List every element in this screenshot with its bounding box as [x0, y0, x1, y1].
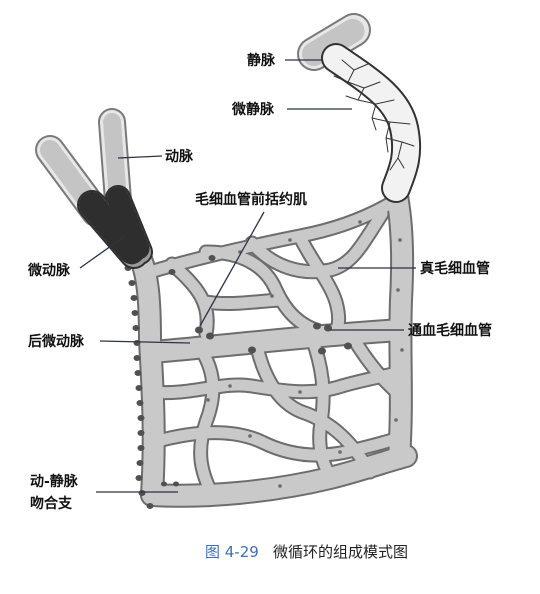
muscle-dot	[135, 385, 143, 391]
sphincter	[248, 346, 256, 354]
muscle-dot	[133, 340, 141, 346]
true-capillary	[154, 433, 401, 455]
precapillary-sphincters	[168, 255, 352, 355]
nucleus	[270, 294, 274, 298]
label-thoroughfare-channel: 通血毛细血管	[408, 322, 492, 339]
true-capillary	[206, 300, 280, 304]
muscle-dot	[146, 503, 154, 509]
caption-number: 图 4-29	[205, 543, 259, 561]
nucleus	[358, 220, 362, 224]
leader-line-metarteriole	[99, 340, 191, 344]
nucleus	[394, 418, 398, 422]
nucleus	[338, 450, 342, 454]
muscle-dot	[130, 295, 138, 301]
labels: 静脉 微静脉 动脉 毛细血管前括约肌 微动脉 真毛细血管 后微动脉 通血毛细血管…	[27, 52, 492, 512]
muscle-dot	[128, 280, 136, 286]
label-metarteriole: 后微动脉	[28, 333, 85, 350]
label-av-anastomosis-line2: 吻合支	[30, 495, 73, 512]
nucleus	[248, 434, 252, 438]
label-vein: 静脉	[247, 52, 276, 69]
vein-group	[314, 30, 414, 188]
nucleus	[288, 238, 292, 242]
muscle-dot	[135, 475, 143, 481]
muscle-dot	[173, 481, 179, 487]
muscle-dot	[137, 430, 145, 436]
nucleus	[278, 484, 282, 488]
nucleus	[298, 390, 302, 394]
caption-title: 微循环的组成模式图	[273, 543, 408, 561]
label-precapillary-sphincter: 毛细血管前括约肌	[195, 191, 307, 208]
vessel-network-fill	[138, 186, 406, 496]
nucleus	[398, 238, 402, 242]
label-arteriole: 微动脉	[27, 262, 71, 279]
leader-line-sphincter	[199, 211, 265, 327]
endothelial-nuclei	[206, 220, 404, 488]
arteriole-group	[92, 198, 140, 254]
muscle-dot	[134, 370, 142, 376]
muscle-dot	[161, 481, 167, 487]
muscle-dot	[136, 400, 144, 406]
label-true-capillaries: 真毛细血管	[420, 260, 490, 277]
sphincter	[208, 255, 216, 261]
leader-lines	[79, 59, 416, 493]
sphincter	[318, 347, 326, 355]
muscle-dot	[137, 415, 145, 421]
muscle-dot	[132, 325, 140, 331]
muscle-dot	[137, 445, 145, 451]
label-artery: 动脉	[165, 148, 194, 165]
muscle-dot	[133, 355, 141, 361]
muscle-dot	[138, 490, 146, 496]
leader-line-arteriole	[79, 235, 126, 269]
nucleus	[396, 288, 400, 292]
nucleus	[400, 348, 404, 352]
sphincter	[195, 326, 203, 334]
sphincter	[206, 332, 214, 340]
leader-line-artery	[117, 155, 163, 159]
label-av-anastomosis-line1: 动-静脉	[30, 473, 79, 490]
muscle-dot	[136, 460, 144, 466]
sphincter	[168, 269, 176, 275]
nucleus	[206, 398, 210, 402]
figure-caption: 图 4-29 微循环的组成模式图	[205, 543, 408, 561]
sphincter	[313, 322, 321, 330]
muscle-dot	[131, 310, 139, 316]
label-venule: 微静脉	[231, 101, 275, 118]
smooth-muscle-dots	[124, 265, 179, 509]
nucleus	[228, 384, 232, 388]
sphincter	[344, 342, 352, 350]
venule-cell-borders	[333, 59, 415, 171]
